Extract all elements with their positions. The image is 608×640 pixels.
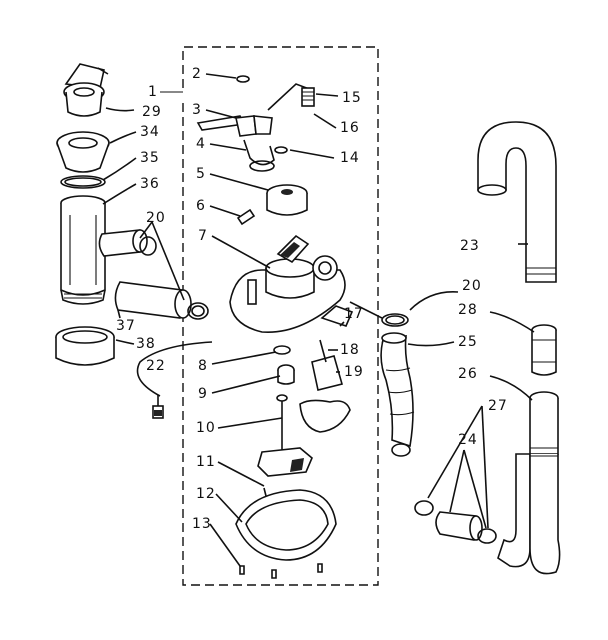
part-13-screws <box>239 563 323 579</box>
label-28: 28 <box>458 302 478 318</box>
part-2-washer <box>236 75 250 83</box>
part-18-float <box>311 339 343 391</box>
part-37-cylinder <box>114 281 209 320</box>
label-36: 36 <box>140 176 160 192</box>
part-38-ring-nut <box>55 326 115 366</box>
label-38: 38 <box>136 336 156 352</box>
part-7-valve-body <box>229 234 346 334</box>
part-4-clip <box>243 139 275 172</box>
label-6: 6 <box>196 198 206 214</box>
label-17: 17 <box>344 306 364 322</box>
label-12: 12 <box>196 486 216 502</box>
label-22: 22 <box>146 358 166 374</box>
part-34-funnel <box>56 131 110 173</box>
label-37: 37 <box>116 318 136 334</box>
part-labels: 1 2 3 4 5 6 7 8 9 10 11 12 13 14 15 16 1… <box>116 66 508 532</box>
label-34: 34 <box>140 124 160 140</box>
part-26-lower-pipe <box>497 391 561 575</box>
part-36-tube <box>60 195 106 305</box>
label-25: 25 <box>458 334 478 350</box>
label-13: 13 <box>192 516 212 532</box>
label-26: 26 <box>458 366 478 382</box>
label-1: 1 <box>148 84 158 100</box>
part-25-hose <box>380 332 415 457</box>
label-5: 5 <box>196 166 206 182</box>
part-5-knob <box>266 184 308 216</box>
label-20-left: 20 <box>146 210 166 226</box>
label-19: 19 <box>344 364 364 380</box>
part-11-screw <box>263 487 267 497</box>
label-10: 10 <box>196 420 216 436</box>
part-8-washer <box>273 345 291 355</box>
label-24: 24 <box>458 432 478 448</box>
part-16-spring <box>301 87 315 107</box>
part-27-clamp <box>414 500 434 516</box>
label-14: 14 <box>340 150 360 166</box>
part-19-cup <box>299 399 351 433</box>
label-4: 4 <box>196 136 206 152</box>
part-20-connector-left <box>98 229 157 257</box>
part-10-stem <box>257 394 313 477</box>
part-14-washer <box>274 146 288 154</box>
part-23-j-pipe <box>477 121 557 283</box>
label-2: 2 <box>192 66 202 82</box>
part-24-coupler <box>435 511 497 544</box>
part-17-bracket <box>320 305 354 327</box>
part-9-nut <box>277 364 295 385</box>
part-35-ring <box>60 175 106 189</box>
part-20-ring-right <box>381 313 409 327</box>
label-15: 15 <box>342 90 362 106</box>
label-35: 35 <box>140 150 160 166</box>
label-16: 16 <box>340 120 360 136</box>
label-9: 9 <box>198 386 208 402</box>
label-18: 18 <box>340 342 360 358</box>
part-6-pin <box>236 208 256 226</box>
part-3-lever <box>196 115 273 137</box>
label-8: 8 <box>198 358 208 374</box>
label-7: 7 <box>198 228 208 244</box>
label-11: 11 <box>196 454 216 470</box>
part-28-fitting <box>531 324 557 376</box>
label-27: 27 <box>488 398 508 414</box>
leader-lines <box>102 73 535 567</box>
part-12-ring <box>235 489 337 561</box>
label-3: 3 <box>192 102 202 118</box>
label-23: 23 <box>460 238 480 254</box>
part-22-screw <box>152 395 164 419</box>
label-20-right: 20 <box>462 278 482 294</box>
part-29-cap <box>63 63 109 117</box>
label-29: 29 <box>142 104 162 120</box>
